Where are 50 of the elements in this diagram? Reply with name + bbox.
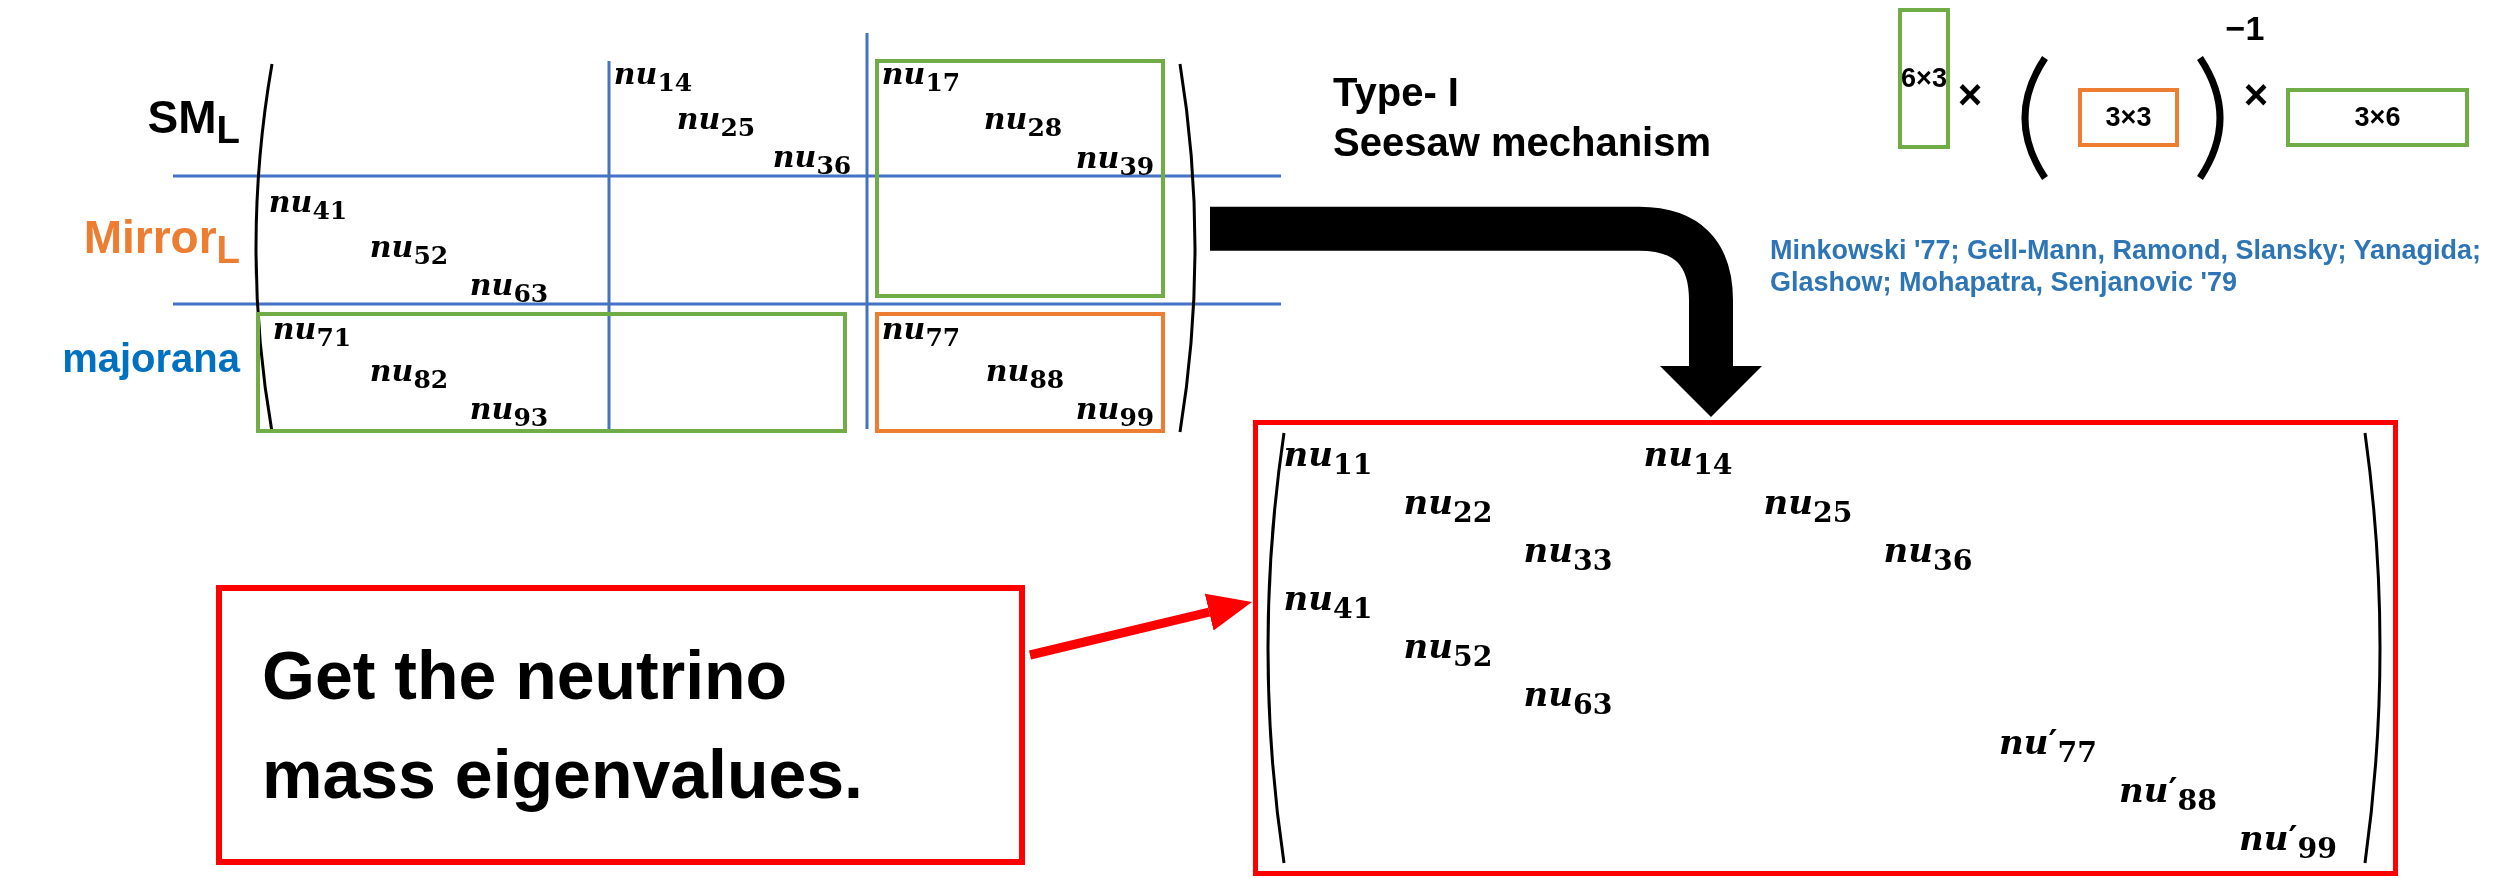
dimension-box	[2286, 88, 2469, 147]
dimension-box	[1898, 8, 1950, 149]
matrix-entry: nu$_{63}$	[469, 270, 549, 306]
matrix-entry: nu$_{52}$	[1403, 629, 1493, 671]
heading-text: Type- I	[1333, 69, 1459, 116]
matrix-entry: nu′$_{77}$	[1999, 725, 2097, 767]
matrix-entry: nu$_{82}$	[369, 356, 449, 392]
matrix-entry: nu′$_{99}$	[2239, 821, 2337, 863]
matrix-entry: nu$_{99}$	[1075, 394, 1155, 430]
matrix-entry: nu$_{93}$	[469, 394, 549, 430]
exponent-text: −1	[2224, 8, 2266, 49]
note-box	[216, 585, 1025, 865]
matrix-entry: nu$_{77}$	[881, 314, 961, 350]
dimension-text: 3×6	[2354, 102, 2401, 133]
matrix-entry: nu$_{88}$	[985, 356, 1065, 392]
citation-text: Minkowski '77; Gell-Mann, Ramond, Slansky; Yanagida; Glashow; Mohapatra, Senjanovic '79	[1770, 234, 2483, 299]
matrix-entry: nu$_{25}$	[676, 104, 756, 140]
matrix-entry: nu$_{11}$	[1283, 437, 1373, 479]
matrix-entry: nu$_{36}$	[772, 142, 852, 178]
block-frame	[256, 312, 847, 433]
matrix-entry: nu$_{71}$	[272, 314, 352, 350]
matrix-entry: nu$_{52}$	[369, 232, 449, 268]
matrix-entry: nu$_{17}$	[881, 59, 961, 95]
block-frame	[875, 312, 1165, 433]
dimension-text: 3×3	[2105, 102, 2152, 133]
matrix-entry: nu$_{25}$	[1763, 485, 1853, 527]
matrix-entry: nu$_{41}$	[268, 187, 348, 223]
dimension-text: 6×3	[1901, 63, 1947, 94]
matrix-entry: nu′$_{88}$	[2119, 773, 2217, 815]
row-label: SM$_{L}$	[146, 90, 240, 154]
matrix-entry: nu$_{14}$	[1643, 437, 1733, 479]
dimension-box	[2078, 88, 2179, 147]
note-text: Get the neutrino mass eigenvalues.	[262, 636, 864, 814]
matrix-entry: nu$_{14}$	[613, 59, 693, 95]
row-label: majorana	[61, 335, 240, 382]
times-sign: ×	[2242, 70, 2270, 120]
matrix-entry: nu$_{22}$	[1403, 485, 1493, 527]
heading-text: Seesaw mechanism	[1333, 119, 1711, 166]
matrix-entry: nu$_{36}$	[1883, 533, 1973, 575]
arrow	[1028, 593, 1252, 660]
matrix-entry: nu$_{41}$	[1283, 581, 1373, 623]
matrix-entry: nu$_{28}$	[983, 104, 1063, 140]
matrix-entry: nu$_{39}$	[1075, 143, 1155, 179]
times-sign: ×	[1956, 70, 1984, 120]
matrix-entry: nu$_{33}$	[1523, 533, 1613, 575]
matrix-entry: nu$_{63}$	[1523, 677, 1613, 719]
result-matrix-box	[1253, 420, 2398, 876]
arrow	[1210, 206, 1762, 417]
block-frame	[875, 59, 1165, 298]
row-label: Mirror$_{L}$	[82, 210, 240, 274]
